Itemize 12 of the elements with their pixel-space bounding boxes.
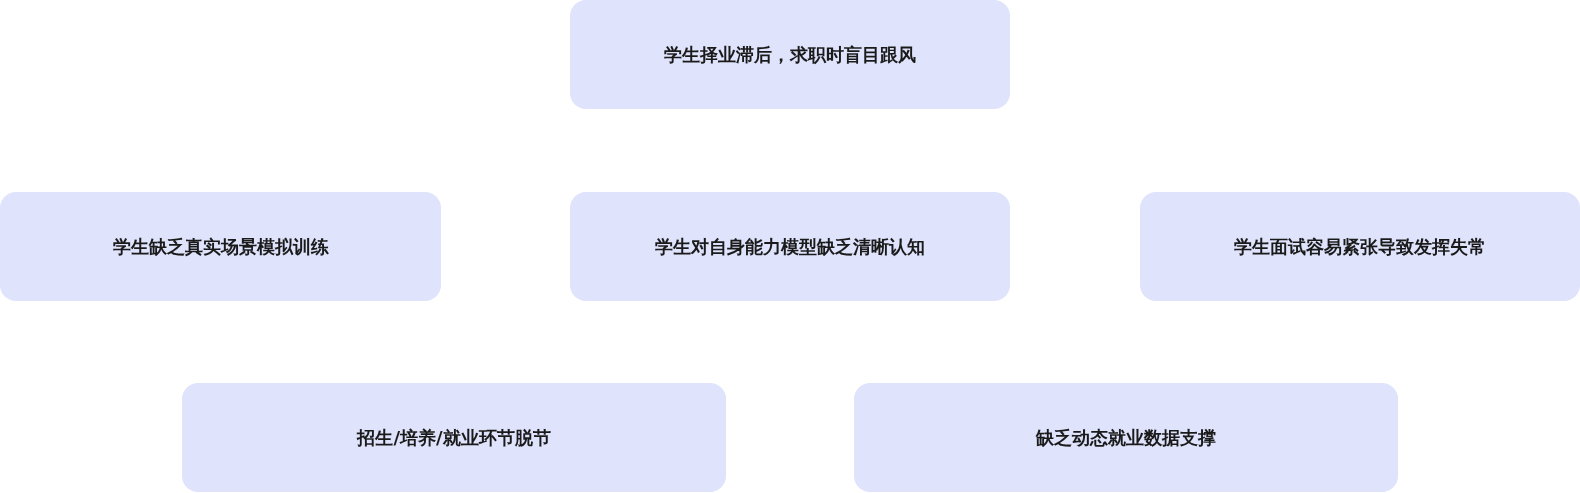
problem-box [0, 192, 441, 301]
problem-box [570, 192, 1010, 301]
box-text: 学生缺乏真实场景模拟训练 [112, 235, 329, 259]
box-text: 学生对自身能力模型缺乏清晰认知 [655, 235, 925, 259]
box-text: 学生面试容易紧张导致发挥失常 [1234, 235, 1486, 259]
problem-box [570, 0, 1010, 109]
problem-box [1140, 192, 1580, 301]
problem-box [182, 383, 726, 492]
problem-box [854, 383, 1398, 492]
box-text: 学生择业滞后，求职时盲目跟风 [664, 43, 916, 67]
box-text: 招生/培养/就业环节脱节 [357, 426, 551, 450]
box-text: 缺乏动态就业数据支撑 [1036, 426, 1216, 450]
